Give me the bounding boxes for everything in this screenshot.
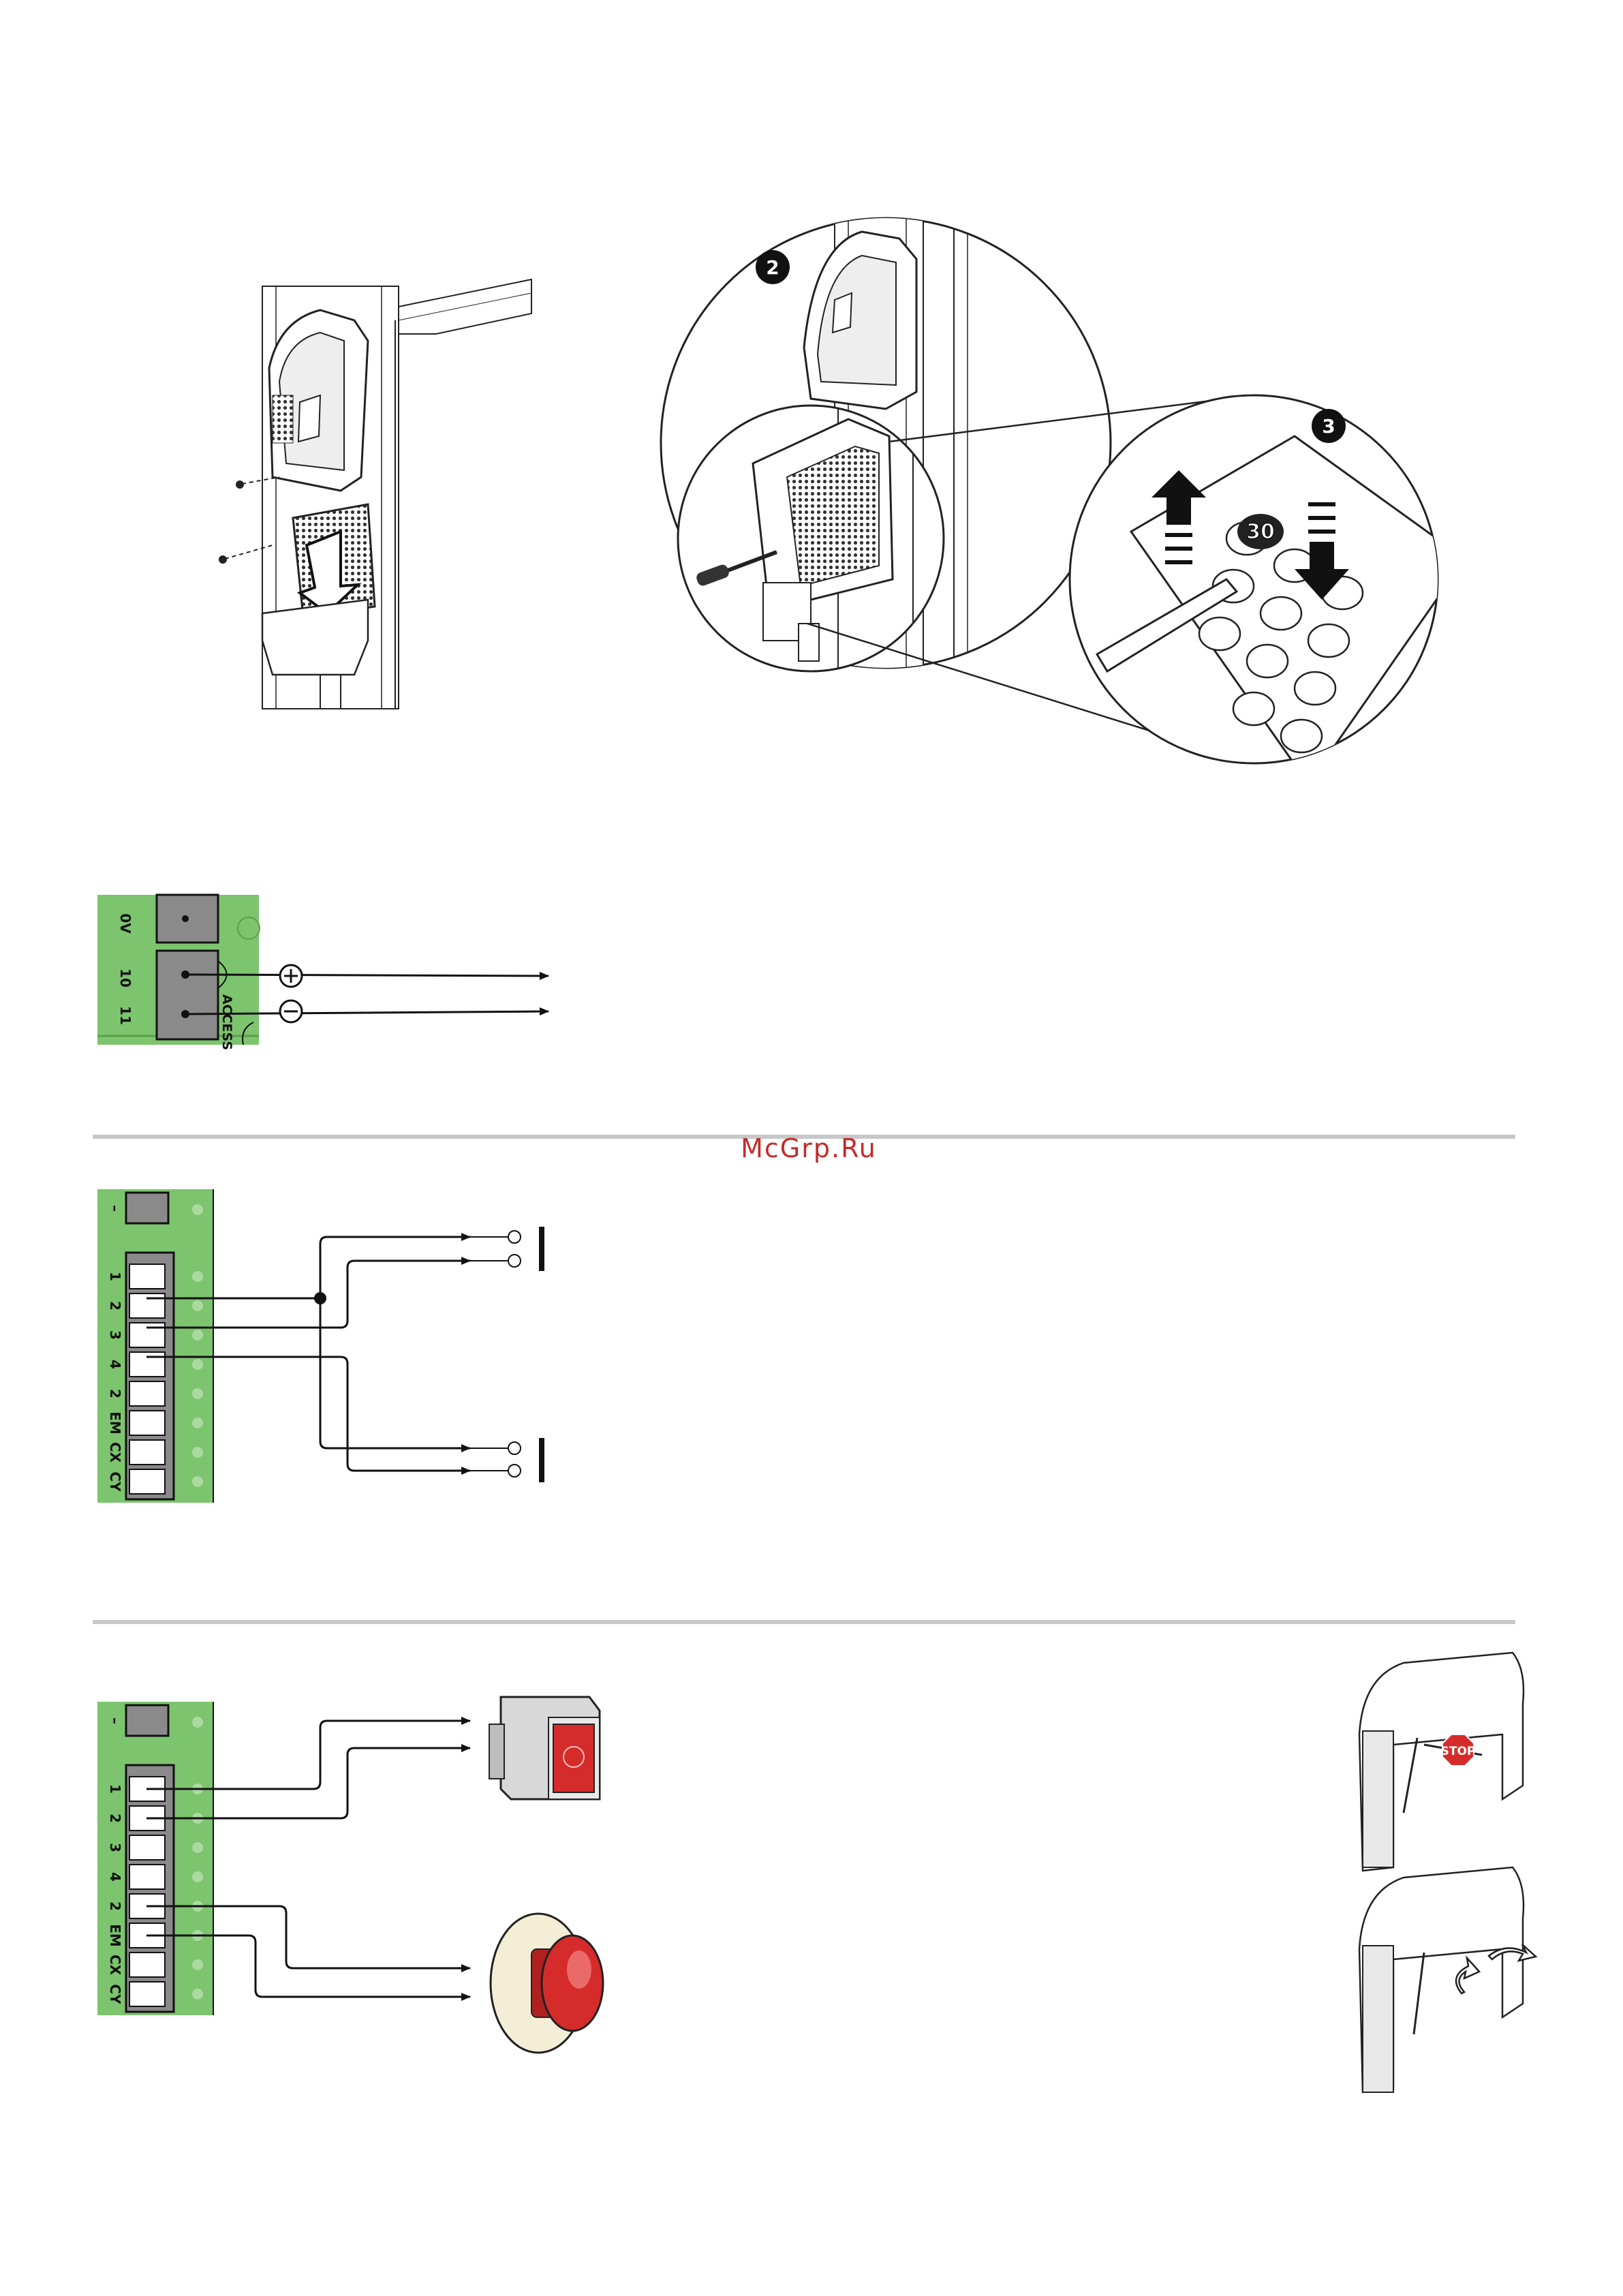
stop-terminal-diagram: – 1 2 3 4 2 EM CX CY: [97, 1653, 1536, 2092]
terminal-label-minus: –: [107, 1205, 123, 1212]
pushbutton-symbol-2: [470, 1438, 542, 1482]
dip-switch-number: 30: [1246, 520, 1275, 544]
detail-magnifier-3: 30 3: [1070, 395, 1465, 784]
terminal-label-4: 4: [107, 1872, 123, 1882]
pushbutton-symbol-1: [470, 1227, 542, 1271]
board-text-access: ACCESS: [219, 994, 234, 1050]
junction-dot: [314, 1292, 326, 1304]
terminal-label-EM: EM: [107, 1924, 123, 1947]
wire-positive: [185, 975, 548, 976]
emergency-button-icon: [491, 1914, 603, 2053]
terminal-label-3: 3: [107, 1330, 123, 1340]
terminal-label-0V: 0V: [117, 913, 134, 934]
terminal-label-1: 1: [107, 1784, 123, 1794]
terminal-label-3: 3: [107, 1843, 123, 1852]
terminal-label-minus: –: [107, 1717, 123, 1724]
step-2-number: 2: [766, 256, 779, 279]
terminal-label-2: 2: [107, 1301, 123, 1311]
stop-button-icon: [489, 1697, 600, 1799]
terminal-label-CY: CY: [107, 1471, 123, 1492]
watermark: McGrp.Ru: [741, 1133, 877, 1163]
terminal-label-CX: CX: [107, 1442, 123, 1463]
step-3-number: 3: [1322, 415, 1335, 438]
terminal-label-CY: CY: [107, 1984, 123, 2004]
turnstile-free-illustration: [1359, 1867, 1536, 2092]
terminal-label-2b: 2: [107, 1389, 123, 1398]
terminal-label-EM: EM: [107, 1411, 123, 1435]
terminal-label-2: 2: [107, 1813, 123, 1823]
terminal-label-1: 1: [107, 1272, 123, 1281]
buttons-terminal-diagram: – 1 2 3 4 2 EM CX CY: [97, 1189, 542, 1503]
stop-sign-text: STOP: [1441, 1745, 1476, 1758]
turnstile-stop-illustration: STOP: [1359, 1653, 1524, 1871]
terminal-label-2b: 2: [107, 1901, 123, 1911]
terminal-label-CX: CX: [107, 1955, 123, 1976]
power-terminal-diagram: 0V 10 11 ACCESS: [97, 895, 548, 1050]
terminal-label-10: 10: [117, 968, 134, 988]
terminal-label-4: 4: [107, 1360, 123, 1369]
installation-drawing-left: [219, 279, 531, 709]
terminal-label-11: 11: [117, 1006, 134, 1025]
